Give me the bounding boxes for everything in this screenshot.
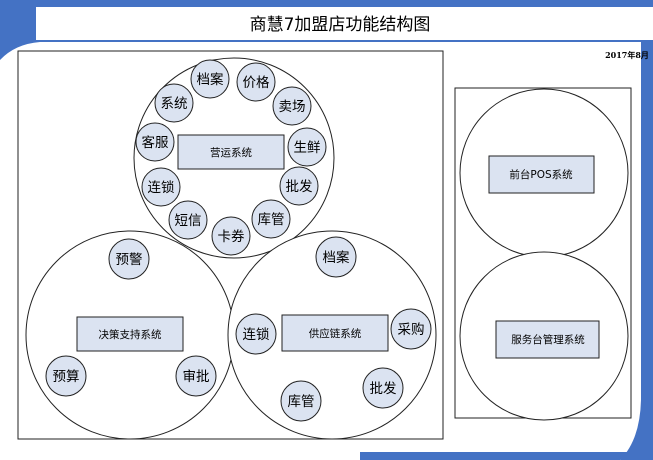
supply-node-wholesale: 批发	[362, 367, 404, 409]
ops-node-price: 价格	[236, 62, 276, 102]
ops-node-coupon: 卡券	[211, 216, 251, 256]
svg-text:短信: 短信	[175, 213, 202, 229]
svg-text:系统: 系统	[161, 96, 188, 112]
ops-node-inventory: 库管	[251, 199, 291, 239]
left-frame	[17, 50, 444, 440]
ops-node-chain: 连锁	[141, 167, 181, 207]
bottom-blue-band	[360, 452, 630, 460]
decision-node-alert: 预警	[108, 238, 150, 280]
decision-core-label: 决策支持系统	[99, 328, 162, 341]
supply-core-label: 供应链系统	[309, 327, 362, 340]
right-blue-band	[620, 42, 653, 460]
top-band-inner	[36, 7, 653, 40]
svg-text:客服: 客服	[142, 134, 169, 151]
svg-text:生鲜: 生鲜	[294, 140, 321, 156]
svg-text:审批: 审批	[183, 369, 210, 385]
ops-core-box	[177, 134, 285, 170]
supply-node-archive: 档案	[315, 236, 357, 278]
svg-text:采购: 采购	[398, 322, 425, 338]
service-core-box	[495, 320, 600, 359]
date-label: 2017年8月	[605, 50, 649, 60]
svg-text:库管: 库管	[258, 212, 285, 228]
page-title: 商慧7加盟店功能结构图	[250, 15, 431, 35]
top-band-curve	[36, 7, 50, 40]
ops-node-store: 卖场	[272, 86, 312, 126]
supply-core-box	[281, 314, 389, 352]
svg-text:批发: 批发	[370, 381, 397, 397]
svg-text:卖场: 卖场	[279, 99, 306, 115]
decision-node-budget: 预算	[45, 355, 87, 397]
supply-node-chain: 连锁	[235, 313, 277, 355]
svg-text:库管: 库管	[288, 394, 315, 410]
svg-text:批发: 批发	[286, 179, 313, 195]
svg-text:预警: 预警	[116, 252, 143, 268]
ops-node-fresh: 生鲜	[287, 127, 327, 167]
decision-core-box	[76, 316, 184, 352]
svg-text:档案: 档案	[197, 71, 224, 88]
ops-node-archive: 档案	[190, 59, 230, 99]
svg-text:连锁: 连锁	[148, 180, 175, 196]
svg-text:连锁: 连锁	[243, 327, 270, 343]
ops-node-sms: 短信	[168, 200, 208, 240]
supply-node-purchase: 采购	[390, 308, 432, 350]
decision-node-approval: 审批	[175, 355, 217, 397]
svg-text:卡券: 卡券	[218, 229, 245, 245]
ops-node-wholesale: 批发	[279, 166, 319, 206]
svg-text:档案: 档案	[323, 249, 350, 266]
supply-node-inventory: 库管	[280, 380, 322, 422]
pos-core-label: 前台POS系统	[509, 168, 573, 181]
pos-core-box	[488, 155, 595, 194]
ops-node-customer-service: 客服	[135, 122, 175, 162]
svg-text:预算: 预算	[53, 369, 80, 385]
svg-text:价格: 价格	[243, 75, 270, 91]
ops-node-system: 系统	[154, 83, 194, 123]
ops-core-label: 营运系统	[210, 146, 252, 159]
service-core-label: 服务台管理系统	[511, 333, 585, 346]
